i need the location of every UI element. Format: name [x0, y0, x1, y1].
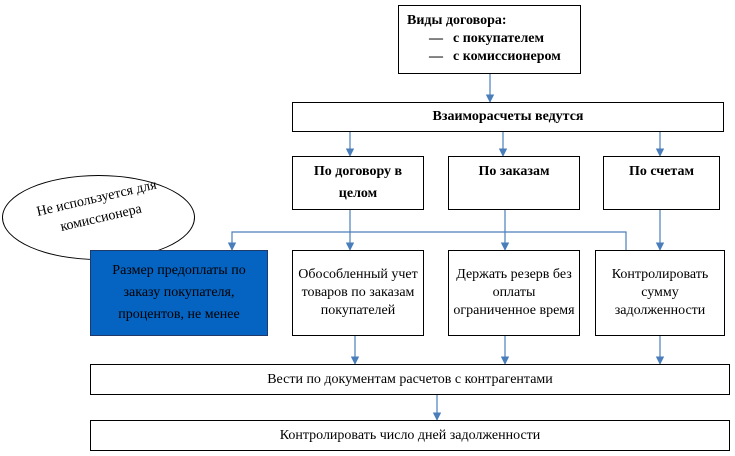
documents-label: Вести по документам расчетов с контраген…: [267, 371, 553, 387]
contract-type-commissioner: — с комиссионером: [429, 48, 561, 66]
mode-by-contract-box: По договору в целом: [292, 156, 424, 210]
control-days-box: Контролировать число дней задолженности: [90, 420, 730, 451]
dash: —: [429, 49, 443, 64]
mode-by-invoices-label: По счетам: [628, 164, 695, 179]
settlements-label: Взаиморасчеты ведутся: [432, 109, 584, 124]
dash: —: [429, 31, 443, 46]
settlements-box: Взаиморасчеты ведутся: [292, 102, 724, 132]
documents-box: Вести по документам расчетов с контраген…: [90, 364, 730, 395]
prepayment-box: Размер предоплаты по заказу покупателя, …: [90, 250, 268, 336]
separate-accounting-box: Обособленный учет товаров по заказам пок…: [292, 250, 424, 336]
contract-type-label: с покупателем: [453, 31, 545, 46]
mode-by-orders-label: По заказам: [478, 164, 550, 179]
control-days-label: Контролировать число дней задолженности: [279, 427, 541, 443]
contract-types-box: Виды договора: — с покупателем — с комис…: [398, 5, 581, 74]
reserve-box: Держать резерв без оплаты ограниченное в…: [448, 250, 580, 336]
control-debt-label: Контролировать сумму задолженности: [611, 267, 709, 318]
mode-by-contract-label: По договору в целом: [313, 164, 403, 201]
contract-type-label: с комиссионером: [453, 49, 561, 64]
mode-by-orders-box: По заказам: [448, 156, 580, 210]
arrow-branch-to-prepayment: [227, 231, 627, 251]
separate-accounting-label: Обособленный учет товаров по заказам пок…: [298, 267, 418, 318]
prepayment-label: Размер предоплаты по заказу покупателя, …: [112, 263, 246, 322]
mode-by-invoices-box: По счетам: [603, 156, 720, 210]
note-ellipse: [2, 175, 195, 260]
contract-type-buyer: — с покупателем: [429, 30, 544, 48]
reserve-label: Держать резерв без оплаты ограниченное в…: [453, 267, 575, 318]
control-debt-box: Контролировать сумму задолженности: [595, 250, 725, 336]
contract-types-title: Виды договора:: [407, 13, 507, 28]
